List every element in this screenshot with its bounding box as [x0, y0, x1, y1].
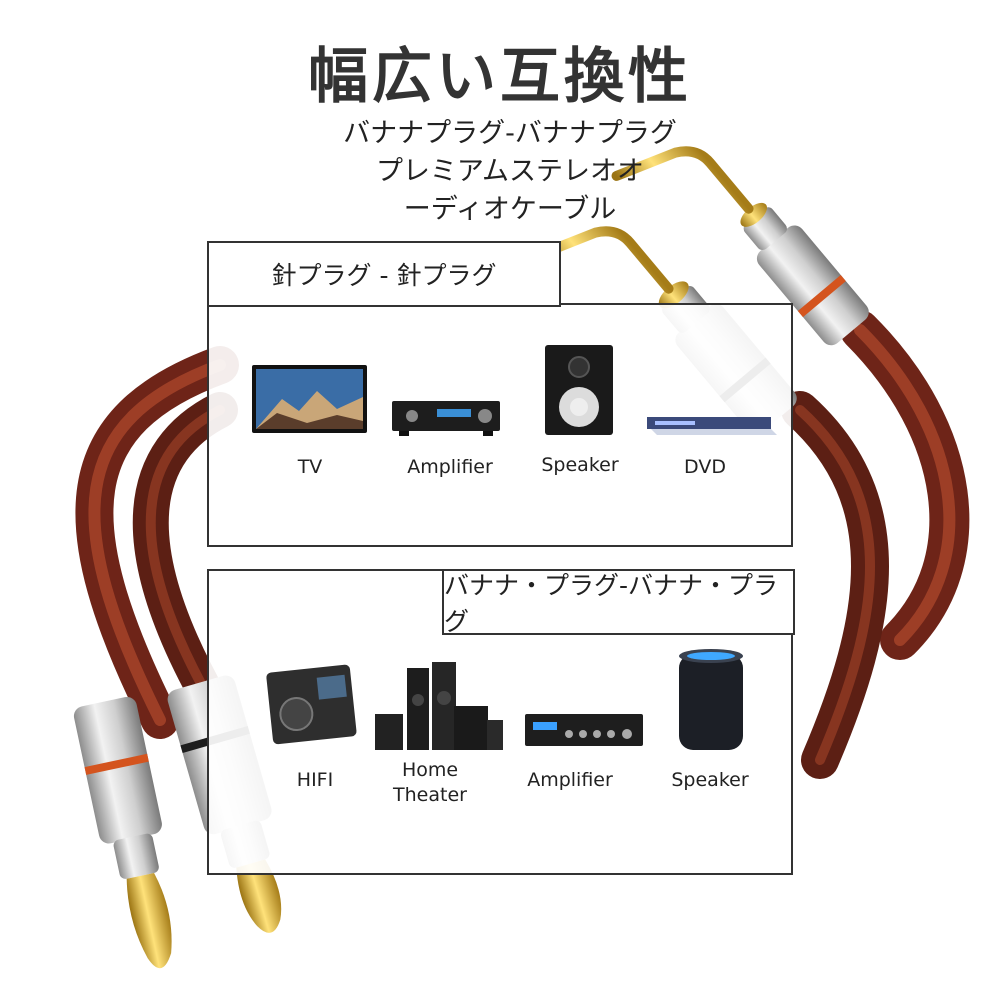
amplifier-icon [392, 401, 500, 436]
pin-connector-top [611, 146, 869, 346]
pin-devices-icons [252, 345, 777, 436]
device-label-dvd: DVD [684, 456, 726, 478]
amplifier-icon [525, 714, 643, 746]
cable-right-inner [781, 391, 889, 779]
dvd-player-icon [647, 417, 777, 435]
device-label-line: Home [401, 759, 459, 781]
device-label-amplifier: Amplifier [407, 456, 493, 478]
subtitle-line: プレミアムステレオオ [375, 156, 645, 187]
cable-left-outer [75, 346, 239, 739]
device-label-speaker: Speaker [541, 454, 619, 476]
subtitle-line: ーディオケーブル [403, 194, 617, 225]
device-label-line: Theater [393, 784, 467, 806]
page-title: 幅広い互換性 [308, 42, 692, 112]
device-label-home-theater: Home Theater [380, 758, 480, 808]
cable-right-outer [840, 310, 970, 660]
pin-plug-tag: 針プラグ - 針プラグ [207, 241, 561, 307]
device-label-tv: TV [297, 456, 323, 478]
product-subtitle: バナナプラグ-バナナプラグ プレミアムステレオオ ーディオケーブル [300, 115, 720, 229]
tv-icon [252, 365, 367, 433]
cable-left-inner [132, 392, 238, 718]
smart-speaker-icon [679, 649, 743, 750]
device-label-speaker: Speaker [671, 769, 749, 791]
subtitle-line: バナナプラグ-バナナプラグ [343, 118, 677, 149]
banana-devices-icons [266, 649, 743, 750]
device-label-hifi: HIFI [296, 769, 334, 791]
device-label-amplifier: Amplifier [527, 769, 613, 791]
banana-connector-back [73, 696, 172, 969]
banana-plug-tag: バナナ・プラグ-バナナ・プラグ [442, 569, 795, 636]
hifi-player-icon [266, 664, 357, 745]
home-theater-icon [375, 662, 503, 750]
speaker-icon [545, 345, 613, 435]
